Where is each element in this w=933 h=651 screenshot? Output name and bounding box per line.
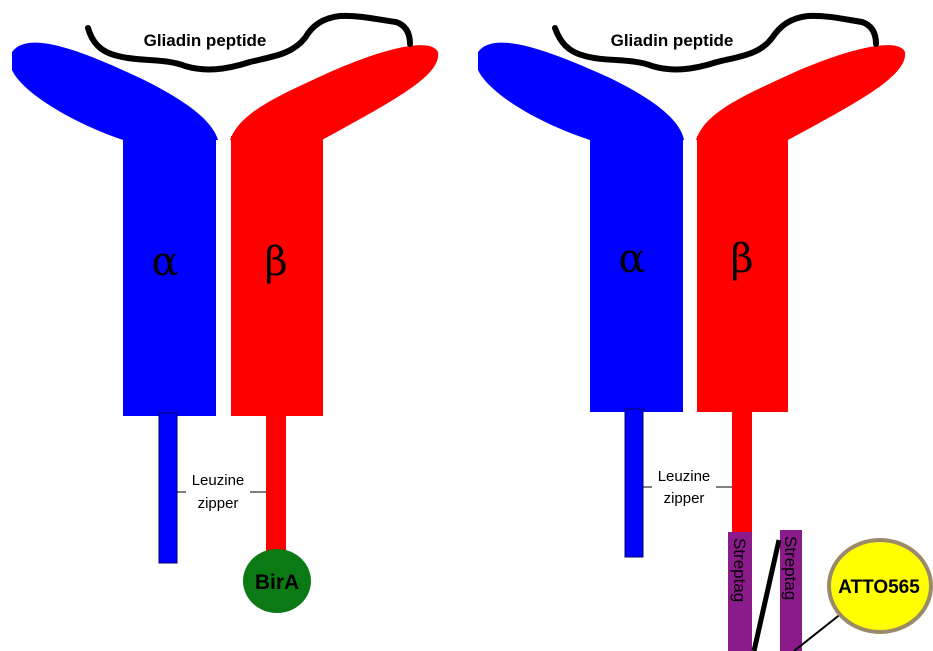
beta-chain (230, 45, 438, 553)
bira-label: BirA (255, 571, 299, 594)
beta-label-2: β (730, 236, 753, 282)
zipper-label-line1-2: Leuzine (658, 468, 711, 485)
alpha-zipper-stalk-2 (625, 409, 643, 557)
panel-right: Gliadin peptide α β Leuzine zipper Strep… (478, 16, 931, 651)
atto565-label: ATTO565 (838, 577, 920, 598)
gliadin-peptide-label: Gliadin peptide (144, 31, 267, 50)
beta-chain-2 (696, 45, 905, 533)
alpha-zipper-stalk (159, 413, 177, 563)
streptag-linker (754, 540, 779, 651)
alpha-label-2: α (618, 236, 645, 282)
zipper-label-line1: Leuzine (192, 472, 245, 489)
beta-label: β (264, 239, 287, 285)
zipper-label-line2-2: zipper (664, 490, 705, 507)
alpha-label: α (151, 239, 178, 285)
streptag-label-2: Streptag (781, 536, 800, 600)
beta-zipper-stalk (266, 413, 286, 553)
panel-left: Gliadin peptide α β Leuzine zipper BirA (12, 16, 438, 613)
gliadin-peptide-label-2: Gliadin peptide (611, 31, 734, 50)
zipper-label-line2: zipper (198, 495, 239, 512)
streptag-label-1: Streptag (730, 538, 749, 602)
beta-zipper-stalk-2 (732, 409, 752, 533)
